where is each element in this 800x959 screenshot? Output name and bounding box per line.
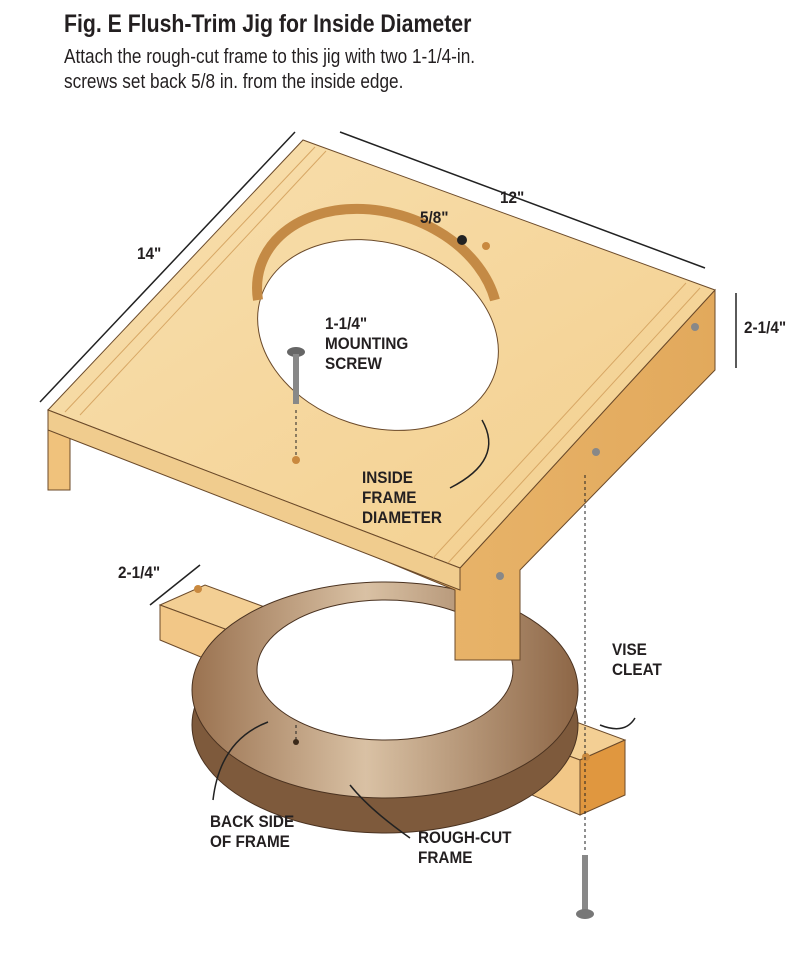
height-dimension: 2-1/4" xyxy=(744,318,787,337)
mounting-screw-label: 1-1/4" MOUNTING SCREW xyxy=(325,314,409,373)
cleat-width-dimension: 2-1/4" xyxy=(118,563,161,582)
setback-dimension: 5/8" xyxy=(420,208,449,227)
figure-title: Fig. E Flush-Trim Jig for Inside Diamete… xyxy=(64,10,472,38)
caption-line-1: Attach the rough-cut frame to this jig w… xyxy=(64,46,476,68)
vise-cleat-label: VISE CLEAT xyxy=(612,640,662,679)
back-side-label: BACK SIDE OF FRAME xyxy=(210,812,295,851)
caption-line-2: screws set back 5/8 in. from the inside … xyxy=(64,71,404,93)
rough-cut-frame-label: ROUGH-CUT FRAME xyxy=(418,828,512,867)
dimension-lines xyxy=(39,131,737,839)
depth-dimension: 14" xyxy=(137,244,162,263)
inside-diameter-label: INSIDE FRAME DIAMETER xyxy=(362,468,442,527)
jig-top xyxy=(47,139,716,661)
width-dimension: 12" xyxy=(500,188,525,207)
mounting-screws xyxy=(287,347,594,919)
